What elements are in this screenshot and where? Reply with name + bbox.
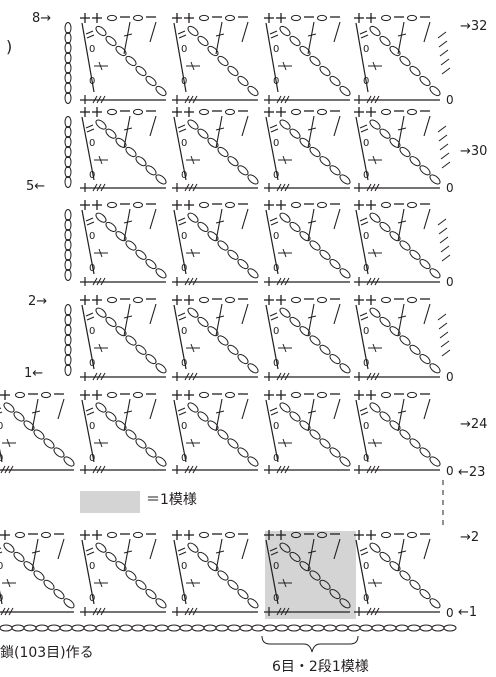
legend-swatch <box>80 491 140 513</box>
svg-text:0: 0 <box>89 358 95 369</box>
band-row-4-3: 0 0 0 0 0 0 0 0 0 <box>64 200 454 289</box>
svg-text:0: 0 <box>89 76 95 87</box>
svg-text:0: 0 <box>89 561 95 572</box>
svg-text:0: 0 <box>363 326 369 337</box>
svg-text:0: 0 <box>446 181 454 195</box>
svg-text:0: 0 <box>273 358 279 369</box>
svg-text:0: 0 <box>363 453 369 464</box>
svg-text:0: 0 <box>181 138 187 149</box>
row-label-1: 1← <box>24 366 44 381</box>
svg-text:0: 0 <box>89 170 95 181</box>
svg-text:0: 0 <box>0 453 3 464</box>
svg-text:0: 0 <box>363 170 369 181</box>
band-row-8-7: 0 0 0 0 0 0 0 0 0 <box>64 13 454 107</box>
svg-text:0: 0 <box>181 263 187 274</box>
svg-text:0: 0 <box>0 421 3 432</box>
svg-text:0: 0 <box>446 275 454 289</box>
svg-text:0: 0 <box>181 453 187 464</box>
row-label-32: →32 <box>460 19 488 34</box>
svg-text:0: 0 <box>89 326 95 337</box>
svg-text:0: 0 <box>181 170 187 181</box>
svg-text:0: 0 <box>363 421 369 432</box>
svg-text:0: 0 <box>363 44 369 55</box>
svg-text:0: 0 <box>89 44 95 55</box>
svg-text:0: 0 <box>273 326 279 337</box>
band-row-24-23: 0 0 0 0 0 0 0 0 0 0 0 <box>0 390 454 478</box>
row-label-1-bottom: ←1 <box>458 605 478 620</box>
svg-text:0: 0 <box>89 231 95 242</box>
svg-text:0: 0 <box>181 231 187 242</box>
row-label-30: →30 <box>460 144 488 159</box>
row-label-23: ←23 <box>458 465 486 480</box>
band-row-2-1: 0 0 0 0 0 0 0 0 0 <box>64 295 454 384</box>
svg-text:0: 0 <box>446 606 454 620</box>
foundation-label: 鎖(103目)作る <box>0 645 94 661</box>
row-label-2: 2→ <box>28 294 48 309</box>
svg-text:0: 0 <box>181 561 187 572</box>
svg-text:0: 0 <box>363 358 369 369</box>
svg-text:0: 0 <box>89 421 95 432</box>
svg-text:0: 0 <box>181 421 187 432</box>
band-row-6-5: 0 0 0 0 0 0 0 0 0 <box>64 107 454 195</box>
svg-text:0: 0 <box>181 326 187 337</box>
svg-text:0: 0 <box>363 561 369 572</box>
svg-text:0: 0 <box>273 138 279 149</box>
svg-text:0: 0 <box>181 44 187 55</box>
svg-text:0: 0 <box>273 231 279 242</box>
svg-text:0: 0 <box>89 263 95 274</box>
svg-text:0: 0 <box>181 593 187 604</box>
svg-text:0: 0 <box>89 453 95 464</box>
svg-text:0: 0 <box>89 138 95 149</box>
svg-text:0: 0 <box>89 593 95 604</box>
svg-text:0: 0 <box>273 263 279 274</box>
legend-text: ＝1模様 <box>146 492 197 508</box>
svg-text:0: 0 <box>363 76 369 87</box>
svg-text:0: 0 <box>0 561 3 572</box>
svg-text:0: 0 <box>363 263 369 274</box>
svg-text:0: 0 <box>273 593 279 604</box>
svg-text:0: 0 <box>273 453 279 464</box>
svg-text:0: 0 <box>181 358 187 369</box>
repeat-label: 6目・2段1模様 <box>272 659 369 675</box>
svg-text:0: 0 <box>181 76 187 87</box>
row-label-5: 5← <box>26 179 46 194</box>
svg-text:0: 0 <box>446 464 454 478</box>
svg-text:0: 0 <box>363 593 369 604</box>
svg-text:0: 0 <box>446 370 454 384</box>
row-label-8: 8→ <box>32 11 52 26</box>
svg-text:0: 0 <box>0 593 3 604</box>
top-paren: ) <box>6 37 13 56</box>
row-label-24: →24 <box>460 417 488 432</box>
svg-text:0: 0 <box>273 170 279 181</box>
band-row-2-1-bottom: 0 0 0 0 0 0 0 0 0 0 0 <box>0 530 454 620</box>
svg-text:0: 0 <box>446 93 454 107</box>
repeat-brace <box>261 635 359 653</box>
svg-text:0: 0 <box>273 44 279 55</box>
svg-text:0: 0 <box>273 421 279 432</box>
svg-text:0: 0 <box>273 76 279 87</box>
row-label-2-bottom: →2 <box>460 530 480 545</box>
svg-text:0: 0 <box>273 561 279 572</box>
foundation-chain <box>0 624 457 632</box>
svg-text:0: 0 <box>363 138 369 149</box>
svg-text:0: 0 <box>363 231 369 242</box>
